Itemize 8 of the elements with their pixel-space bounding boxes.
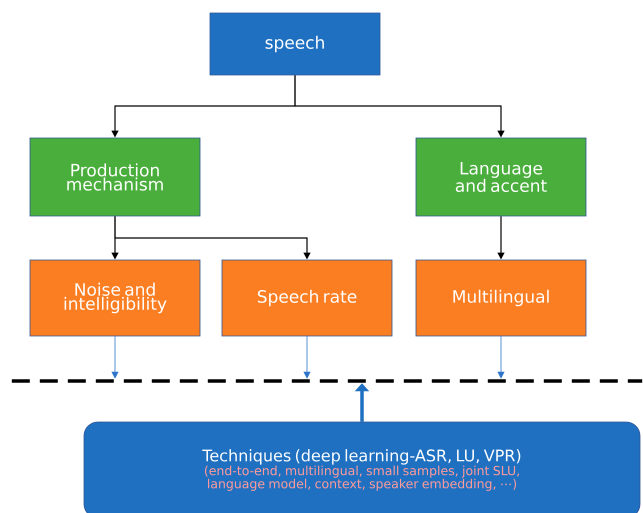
- factor-box: Speech rate: [222, 260, 392, 336]
- dashed-line: [12, 379, 642, 383]
- factor-box: Multilingual: [416, 260, 586, 336]
- techniques-box: Techniques (deep learning-ASR, LU, VPR) (end-to-end, multilingual, small samples, joint SLU, language model, context, speaker embedding, ⋯): [84, 422, 640, 513]
- factor-box: Noise and intelligibility: [30, 260, 200, 336]
- category-box: Production mechanism: [30, 138, 200, 216]
- category-box: Language and accent: [416, 138, 586, 216]
- topic-box: speech: [210, 12, 380, 76]
